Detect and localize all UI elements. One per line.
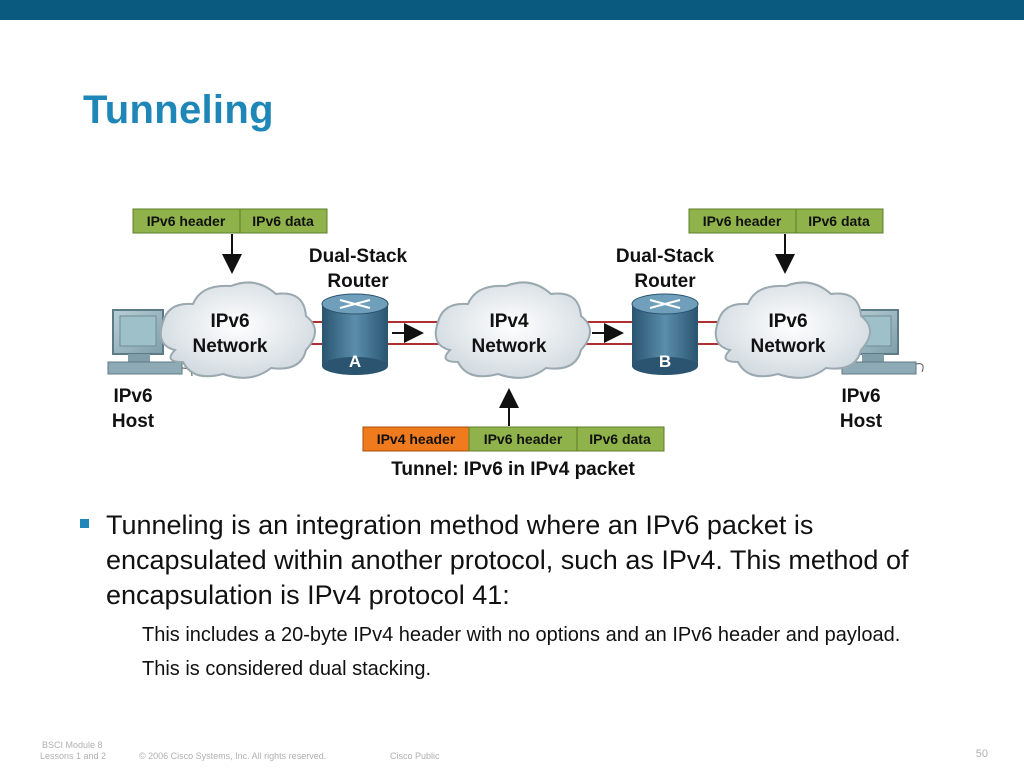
left-ipv6-packet bbox=[132, 208, 328, 234]
right-packet-header: IPv6 header bbox=[703, 213, 782, 229]
cloud-right-label-line1: IPv6 bbox=[768, 311, 807, 332]
router-a-label-line2: Router bbox=[327, 271, 389, 292]
footer-module: BSCI Module 8 Lessons 1 and 2 bbox=[40, 740, 106, 762]
footer-module-line2: Lessons 1 and 2 bbox=[40, 751, 107, 761]
host-left-label-line2: Host bbox=[112, 411, 155, 432]
router-a-letter: A bbox=[349, 352, 361, 371]
page-number: 50 bbox=[975, 748, 988, 760]
slide-title: Tunneling bbox=[83, 88, 274, 132]
bullet-square-icon bbox=[80, 519, 89, 528]
router-a-label-line1: Dual-Stack bbox=[309, 246, 408, 267]
bullet-main: Tunneling is an integration method where… bbox=[78, 508, 978, 613]
host-right-label-line2: Host bbox=[840, 411, 883, 432]
cloud-right-label-line2: Network bbox=[751, 336, 826, 357]
host-right-label-line1: IPv6 bbox=[841, 386, 880, 407]
cloud-middle-label-line2: Network bbox=[472, 336, 547, 357]
tunneling-diagram: IPv6 Network IPv4 Network IPv6 Network A… bbox=[107, 208, 924, 480]
tunnel-packet bbox=[362, 426, 665, 452]
tunnel-ipv6-header: IPv6 header bbox=[484, 431, 563, 447]
cloud-middle-icon bbox=[434, 281, 591, 379]
top-banner bbox=[0, 0, 1024, 20]
footer-copyright: © 2006 Cisco Systems, Inc. All rights re… bbox=[139, 751, 327, 761]
bullet-list: Tunneling is an integration method where… bbox=[78, 508, 978, 681]
cloud-left-label-line2: Network bbox=[193, 336, 268, 357]
left-packet-data: IPv6 data bbox=[252, 213, 314, 229]
left-packet-header: IPv6 header bbox=[147, 213, 226, 229]
arrows bbox=[222, 234, 795, 426]
router-b-icon bbox=[631, 293, 699, 375]
bullet-main-text: Tunneling is an integration method where… bbox=[106, 510, 909, 610]
right-ipv6-packet bbox=[688, 208, 884, 234]
router-b-label-line2: Router bbox=[634, 271, 696, 292]
cloud-left-icon bbox=[159, 281, 316, 379]
router-b-label-line1: Dual-Stack bbox=[616, 246, 715, 267]
tunnel-ipv6-data: IPv6 data bbox=[589, 431, 651, 447]
sub-bullet-2: This is considered dual stacking. bbox=[142, 658, 432, 680]
router-b-letter: B bbox=[659, 352, 671, 371]
right-packet-data: IPv6 data bbox=[808, 213, 870, 229]
tunnel-ipv4-header: IPv4 header bbox=[377, 431, 456, 447]
cloud-left-label-line1: IPv6 bbox=[210, 311, 249, 332]
host-left-label-line1: IPv6 bbox=[113, 386, 152, 407]
cloud-right-icon bbox=[714, 281, 871, 379]
tunnel-caption: Tunnel: IPv6 in IPv4 packet bbox=[391, 459, 635, 480]
footer-module-line1: BSCI Module 8 bbox=[42, 740, 103, 750]
footer-classification: Cisco Public bbox=[390, 751, 440, 761]
sub-bullet-1: This includes a 20-byte IPv4 header with… bbox=[142, 624, 901, 646]
router-a-icon bbox=[321, 293, 389, 375]
cloud-middle-label-line1: IPv4 bbox=[489, 311, 529, 332]
